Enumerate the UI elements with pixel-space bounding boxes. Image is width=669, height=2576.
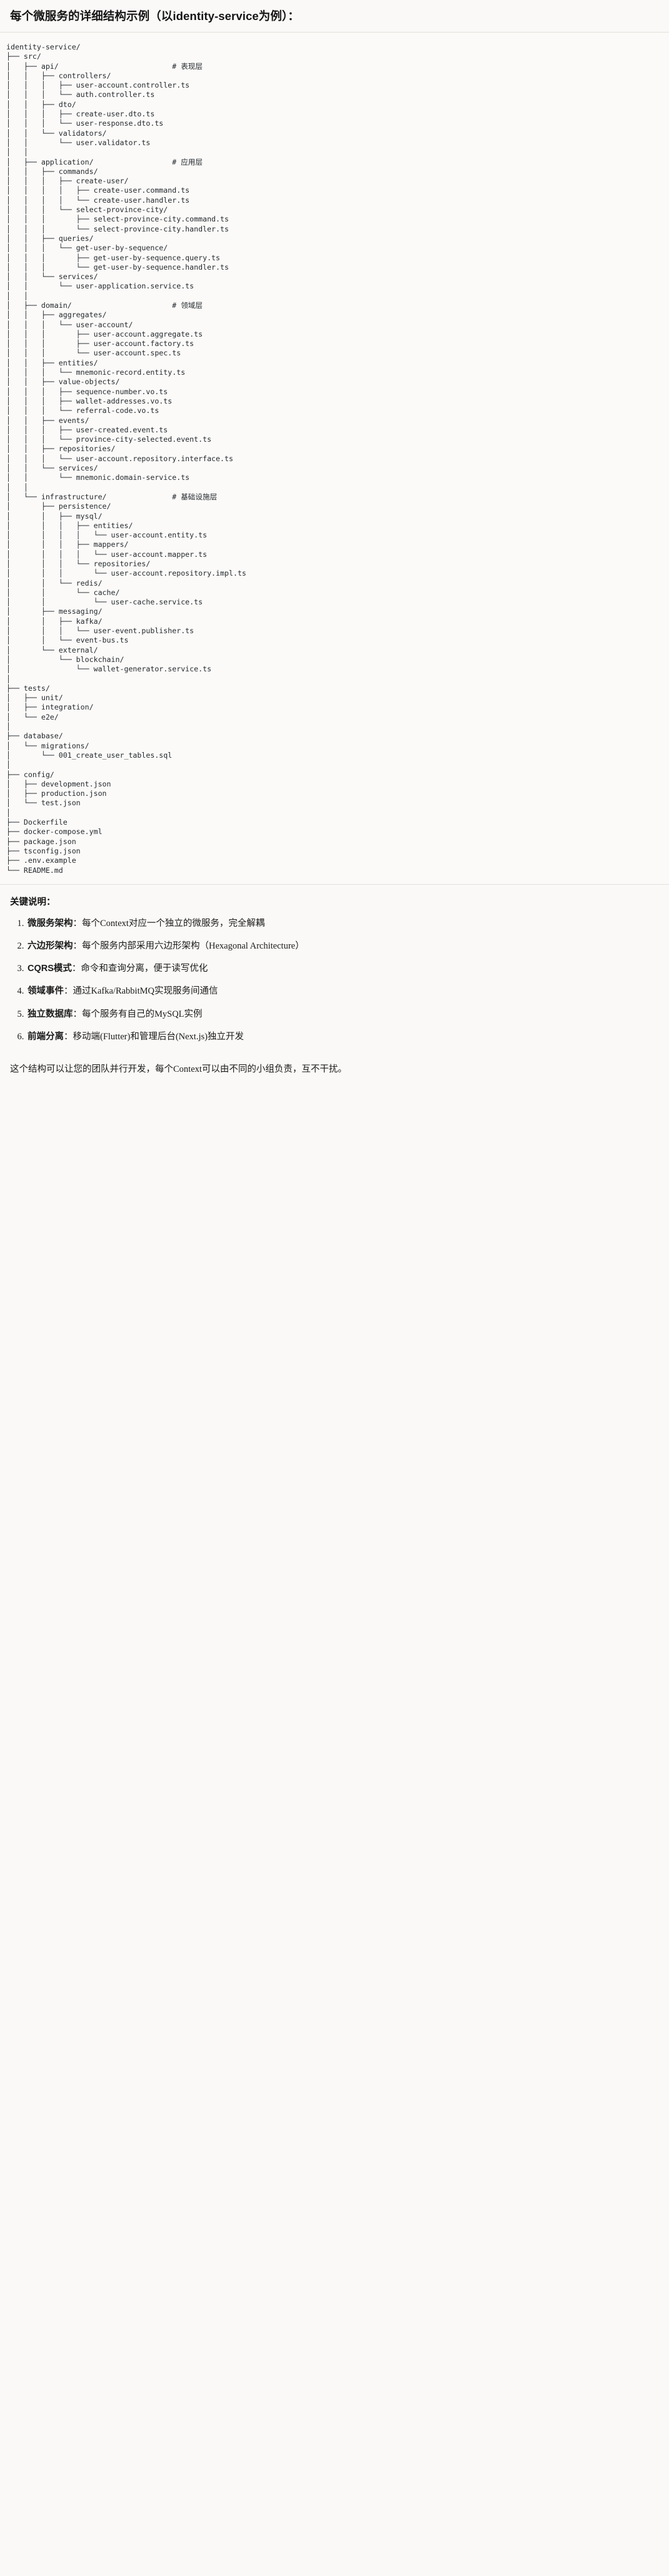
key-point-description: ：命令和查询分离，便于读写优化: [71, 964, 208, 974]
directory-tree-block: identity-service/ ├── src/ │ ├── api/ # …: [0, 32, 669, 884]
tree-comment: # 领域层: [172, 300, 203, 310]
key-points-section: 关键说明： 微服务架构：每个Context对应一个独立的微服务，完全解耦六边形架…: [0, 885, 669, 1056]
key-points-list: 微服务架构：每个Context对应一个独立的微服务，完全解耦六边形架构：每个服务…: [10, 917, 659, 1044]
key-point-description: ：每个服务有自己的MySQL实例: [73, 1009, 203, 1019]
page-title: 每个微服务的详细结构示例（以identity-service为例）：: [10, 9, 299, 23]
tree-comment: # 应用层: [172, 157, 203, 166]
tree-divider: [0, 883, 669, 885]
document-page: 每个微服务的详细结构示例（以identity-service为例）： ident…: [0, 0, 669, 1089]
key-point-term: 前端分离: [28, 1031, 64, 1042]
key-point-term: CQRS模式: [28, 964, 72, 974]
key-point-item: CQRS模式：命令和查询分离，便于读写优化: [26, 962, 659, 976]
key-point-description: ：移动端(Flutter)和管理后台(Next.js)独立开发: [64, 1031, 244, 1042]
key-point-term: 微服务架构: [28, 918, 73, 929]
key-point-item: 前端分离：移动端(Flutter)和管理后台(Next.js)独立开发: [26, 1030, 659, 1044]
key-point-term: 六边形架构: [28, 940, 73, 951]
key-point-description: ：每个Context对应一个独立的微服务，完全解耦: [73, 918, 265, 929]
key-point-item: 独立数据库：每个服务有自己的MySQL实例: [26, 1007, 659, 1022]
tree-comment: # 表现层: [172, 61, 203, 71]
key-point-item: 微服务架构：每个Context对应一个独立的微服务，完全解耦: [26, 917, 659, 931]
key-point-description: ：通过Kafka/RabbitMQ实现服务间通信: [64, 986, 218, 997]
key-point-term: 领域事件: [28, 986, 64, 997]
key-point-term: 独立数据库: [28, 1009, 73, 1019]
title-divider: [0, 31, 669, 33]
key-point-item: 领域事件：通过Kafka/RabbitMQ实现服务间通信: [26, 984, 659, 999]
closing-paragraph: 这个结构可以让您的团队并行开发，每个Context可以由不同的小组负责，互不干扰…: [10, 1064, 347, 1074]
directory-tree: identity-service/ ├── src/ │ ├── api/ # …: [6, 42, 246, 875]
key-point-item: 六边形架构：每个服务内部采用六边形架构（Hexagonal Architectu…: [26, 939, 659, 954]
key-point-description: ：每个服务内部采用六边形架构（Hexagonal Architecture）: [73, 940, 304, 951]
tree-comment: # 基础设施层: [172, 492, 218, 501]
key-points-heading: 关键说明：: [10, 897, 56, 907]
